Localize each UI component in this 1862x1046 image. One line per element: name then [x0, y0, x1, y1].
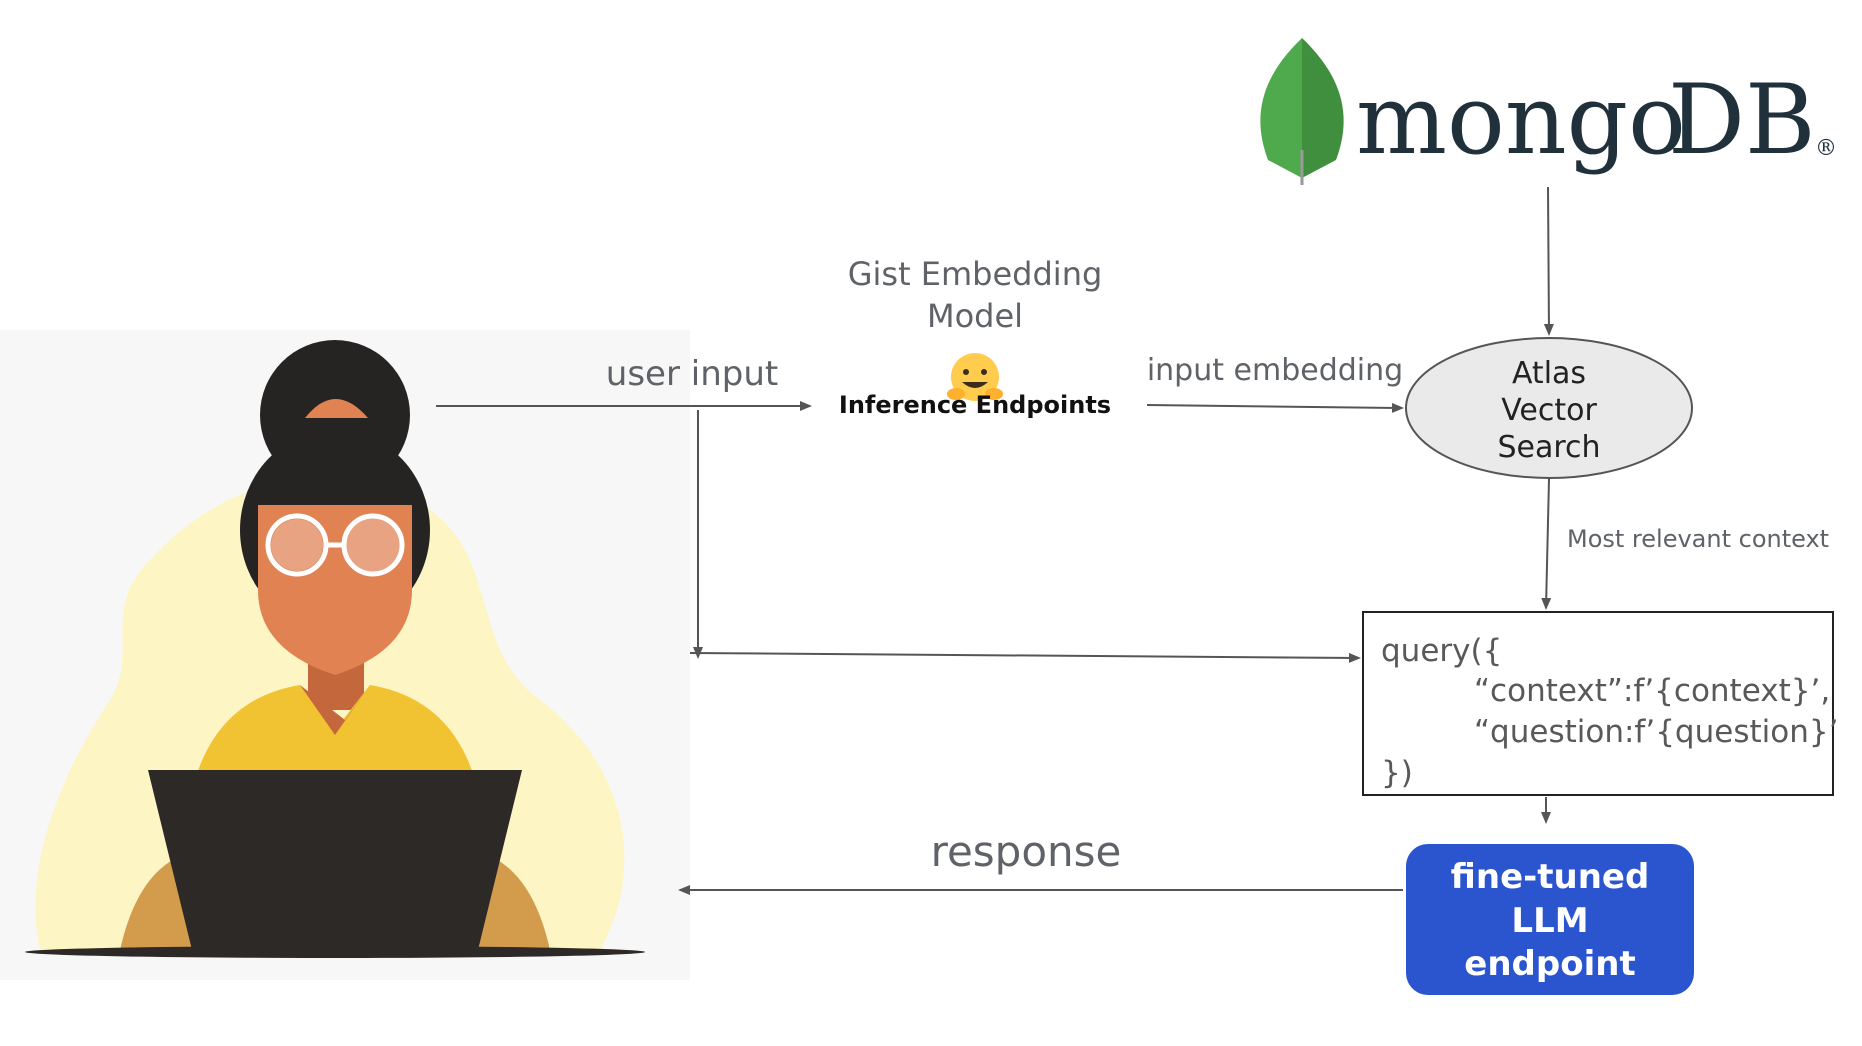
atlas-vector-search-line3: Search — [1497, 430, 1600, 465]
llm-line2: LLM — [1511, 901, 1588, 941]
atlas-vector-search-line1: Atlas — [1512, 356, 1586, 391]
atlas-vector-search-line2: Vector — [1501, 393, 1597, 428]
mongodb-leaf-icon — [1260, 38, 1344, 185]
user-illustration — [0, 330, 690, 980]
query-template-box — [1362, 611, 1834, 796]
mongodb-wordmark-db: DB — [1668, 64, 1816, 176]
edge-label-most-relevant-context: Most relevant context — [1567, 525, 1829, 553]
query-line1: query({ — [1381, 633, 1502, 669]
embedding-model-title-line1: Gist Embedding — [848, 255, 1103, 293]
query-line2: “context”:f’{context}’, — [1474, 673, 1830, 709]
shirt-collar — [300, 685, 370, 735]
llm-line1: fine-tuned — [1451, 857, 1650, 897]
embedding-model-title-line2: Model — [927, 297, 1023, 335]
hugging-face-emoji-icon — [947, 353, 1003, 401]
glasses-right — [341, 513, 405, 577]
registered-mark: ® — [1815, 136, 1837, 161]
glasses-left-tint — [271, 519, 323, 571]
atlas-vector-search-ellipse — [1405, 337, 1693, 479]
atlas-vector-search-node: Atlas Vector Search — [1405, 337, 1693, 479]
llm-endpoint-node: fine-tuned LLM endpoint — [1406, 844, 1694, 995]
llm-endpoint-box — [1406, 844, 1694, 995]
embedding-model-node: Gist Embedding Model Inference Endpoints — [839, 255, 1111, 419]
llm-line3: endpoint — [1464, 944, 1635, 984]
mongodb-logo: mongo DB ® — [1260, 38, 1837, 185]
query-line4: }) — [1381, 755, 1413, 791]
edge-label-response: response — [931, 827, 1122, 876]
desk-edge — [25, 946, 645, 958]
edge-user-input-to-query — [689, 652, 1361, 663]
inference-endpoints-label: Inference Endpoints — [839, 391, 1111, 419]
edge-label-user-input: user input — [606, 354, 778, 394]
hair-band — [305, 399, 368, 418]
mongodb-wordmark-mongo: mongo — [1356, 64, 1686, 176]
edge-label-input-embedding: input embedding — [1147, 353, 1403, 388]
query-line3: “question:f’{question}’ — [1474, 714, 1838, 750]
laptop-screen — [148, 770, 522, 950]
edge-embedding-to-atlas — [1146, 402, 1404, 413]
edge-mongodb-to-atlas — [1543, 186, 1554, 336]
query-template-node: query({ “context”:f’{context}’, “questio… — [1362, 611, 1838, 796]
edge-atlas-to-query — [1541, 478, 1552, 610]
